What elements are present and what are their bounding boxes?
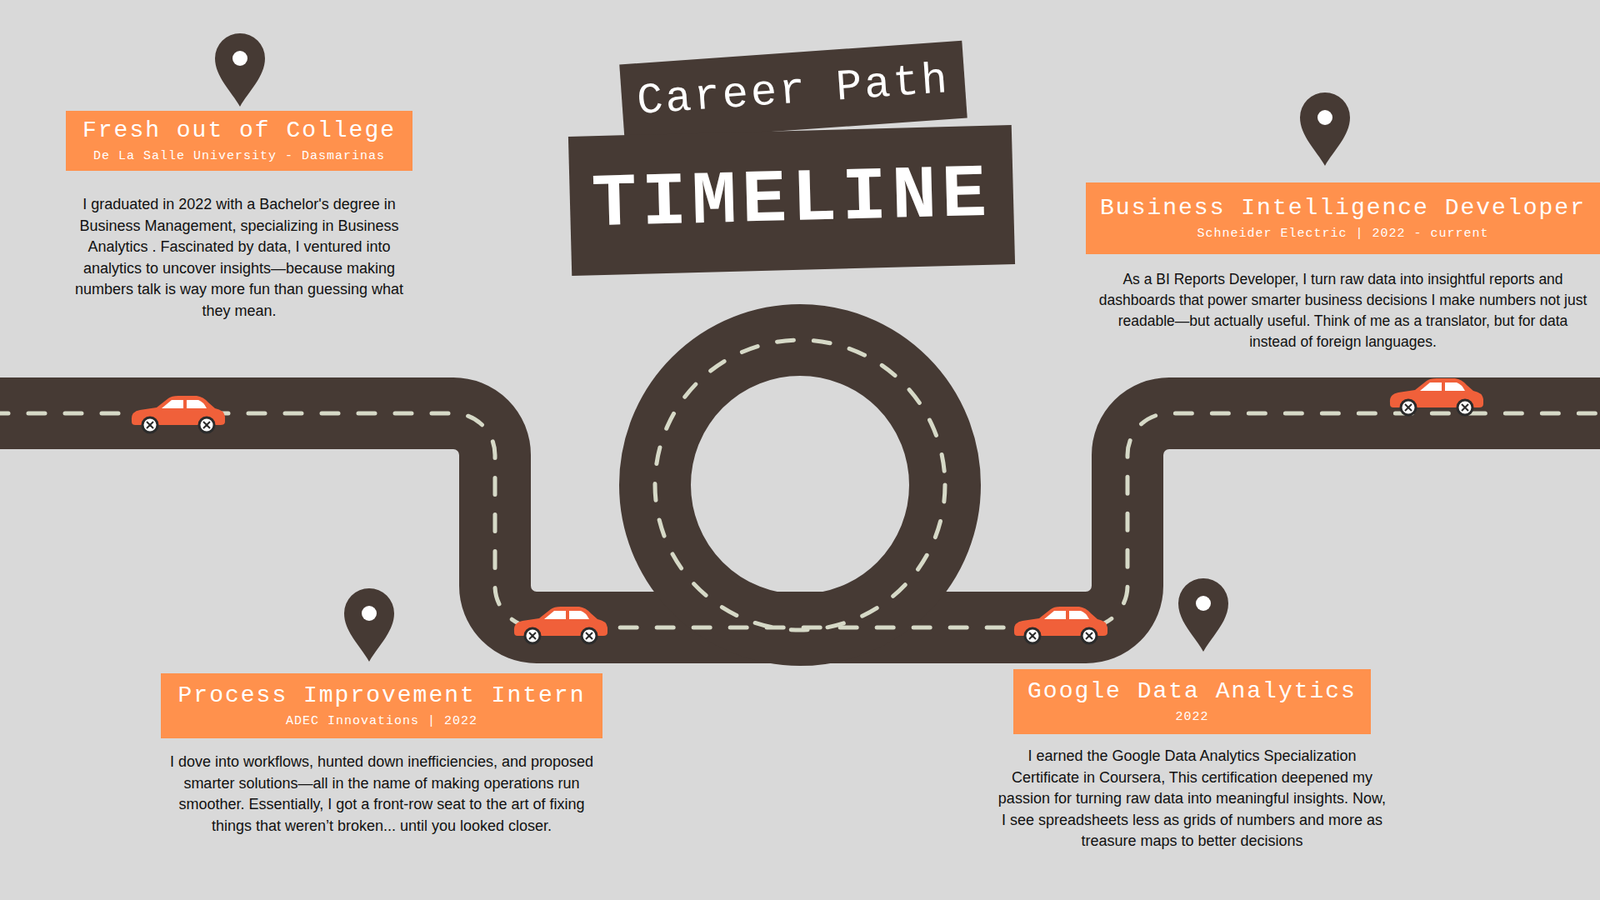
title-banner: TIMELINE — [568, 125, 1015, 276]
car — [131, 395, 225, 433]
milestone-heading: Business Intelligence Developer — [1097, 194, 1589, 223]
milestone-description: I graduated in 2022 with a Bachelor's de… — [60, 194, 419, 322]
milestone-description: I dove into workflows, hunted down ineff… — [165, 751, 599, 837]
loop-dashes — [655, 340, 945, 630]
milestone-box: Google Data Analytics2022I earned the Go… — [1013, 669, 1371, 735]
banner-text: TIMELINE — [590, 153, 994, 247]
milestone-description: I earned the Google Data Analytics Speci… — [996, 745, 1389, 853]
milestone-detail: ADEC Innovations | 2022 — [172, 712, 591, 730]
milestone-detail: 2022 — [1025, 708, 1360, 726]
milestone-heading: Process Improvement Intern — [172, 681, 591, 710]
milestone-description: As a BI Reports Developer, I turn raw da… — [1097, 269, 1590, 352]
road-dashes — [0, 413, 1600, 628]
car — [514, 606, 608, 644]
milestone-detail: Schneider Electric | 2022 - current — [1097, 225, 1589, 243]
milestone-heading: Google Data Analytics — [1025, 677, 1360, 706]
banner-text: Career Path — [635, 55, 951, 125]
subtitle-banner: Career Path — [619, 40, 968, 142]
milestone-box: Fresh out of College De La Salle Universi… — [65, 110, 413, 171]
milestone-detail: De La Salle University - Dasmarinas — [77, 147, 401, 165]
milestone-box: Business Intelligence DeveloperSchneider… — [1085, 182, 1600, 255]
location-pin — [215, 33, 265, 107]
milestone-heading: Fresh out of College — [77, 116, 401, 145]
car — [1014, 606, 1108, 644]
car — [1390, 378, 1484, 415]
road-loop — [655, 340, 945, 630]
location-pin — [1178, 578, 1229, 652]
location-pin — [1300, 92, 1350, 166]
location-pin — [344, 588, 395, 662]
milestone-box: Process Improvement InternADEC Innovatio… — [160, 673, 603, 739]
